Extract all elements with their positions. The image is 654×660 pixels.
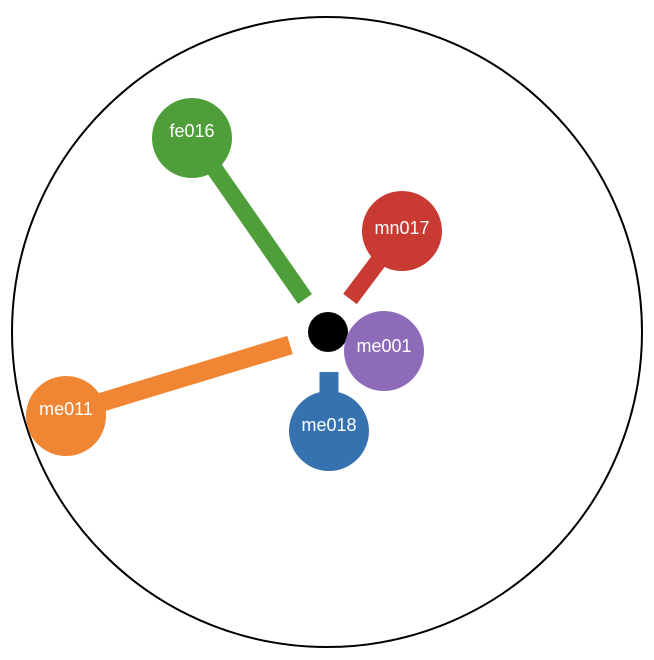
node-mn017-label: mn017 [374,218,429,238]
outer-ring [11,16,643,648]
node-mn017-circle [362,191,442,271]
node-me018-circle [289,391,369,471]
node-me001: me001 [344,311,424,391]
node-me001-circle [344,311,424,391]
node-me018: me018 [289,391,369,471]
node-mn017: mn017 [362,191,442,271]
node-me018-label: me018 [301,415,356,435]
node-me011: me011 [26,376,106,456]
center-hub [308,312,348,352]
node-fe016-label: fe016 [169,121,214,141]
node-me011-label: me011 [39,399,93,419]
node-me001-label: me001 [356,336,411,356]
node-fe016-circle [152,98,232,178]
node-fe016: fe016 [152,98,232,178]
node-me011-circle [26,376,106,456]
